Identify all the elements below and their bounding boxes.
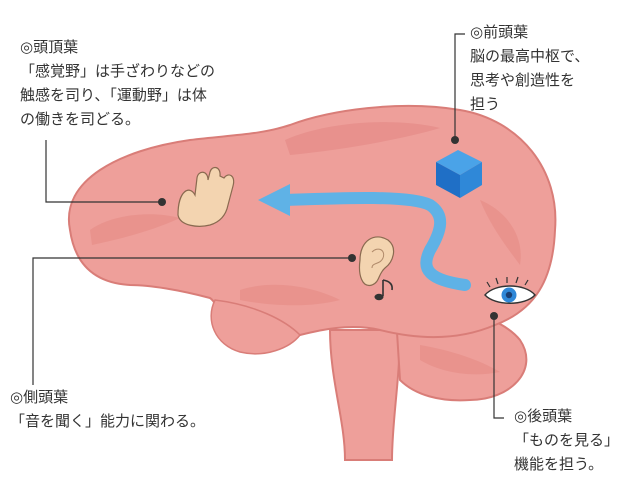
frontal-title: ◎前頭葉 <box>470 23 529 41</box>
temporal-title: ◎側頭葉 <box>10 388 69 406</box>
arrow-icon <box>279 191 471 291</box>
parietal-line-2: 触感を司り、「運動野」は体 <box>20 86 207 104</box>
frontal-label: ◎前頭葉 脳の最高中枢で、 思考や創造性を 担う <box>470 20 589 116</box>
leader-line-occipital <box>493 316 504 419</box>
music-note-icon <box>374 279 393 301</box>
brain-shade-2 <box>90 214 180 245</box>
temporal-label: ◎側頭葉 「音を聞く」能力に関わる。 <box>10 385 205 433</box>
frontal-line-2: 思考や創造性を <box>470 71 576 89</box>
brainstem <box>328 329 402 461</box>
hand-icon <box>177 166 235 227</box>
brain-shade-4 <box>480 200 521 265</box>
parietal-title: ◎頭頂葉 <box>20 38 79 56</box>
brain-shade-1 <box>285 122 440 155</box>
eye-icon <box>484 276 536 304</box>
leader-dots <box>158 136 498 320</box>
occipital-line-1: 「ものを見る」 <box>514 431 620 449</box>
leader-line-temporal <box>32 257 352 385</box>
occipital-label: ◎後頭葉 「ものを見る」 機能を担う。 <box>514 404 619 476</box>
parietal-line-3: の働きを司どる。 <box>20 110 141 128</box>
leader-line-frontal <box>454 33 465 140</box>
occipital-line-2: 機能を担う。 <box>514 455 604 473</box>
arrow-head <box>258 184 290 216</box>
temporal-bulge <box>210 299 301 355</box>
cerebrum <box>67 104 557 343</box>
frontal-line-1: 脳の最高中枢で、 <box>470 47 590 65</box>
occipital-title: ◎後頭葉 <box>514 407 573 425</box>
leader-line-parietal <box>45 140 162 203</box>
parietal-label: ◎頭頂葉 「感覚野」は手ざわりなどの 触感を司り、「運動野」は体 の働きを司どる… <box>20 35 215 131</box>
cube-icon <box>436 150 482 198</box>
temporal-line-1: 「音を聞く」能力に関わる。 <box>10 412 206 430</box>
ear-icon <box>358 236 395 286</box>
leader-lines <box>32 33 504 419</box>
parietal-line-1: 「感覚野」は手ざわりなどの <box>20 62 216 80</box>
brain-shade-5 <box>420 345 500 375</box>
brain-shade-3 <box>240 284 340 306</box>
frontal-line-3: 担う <box>470 95 501 113</box>
